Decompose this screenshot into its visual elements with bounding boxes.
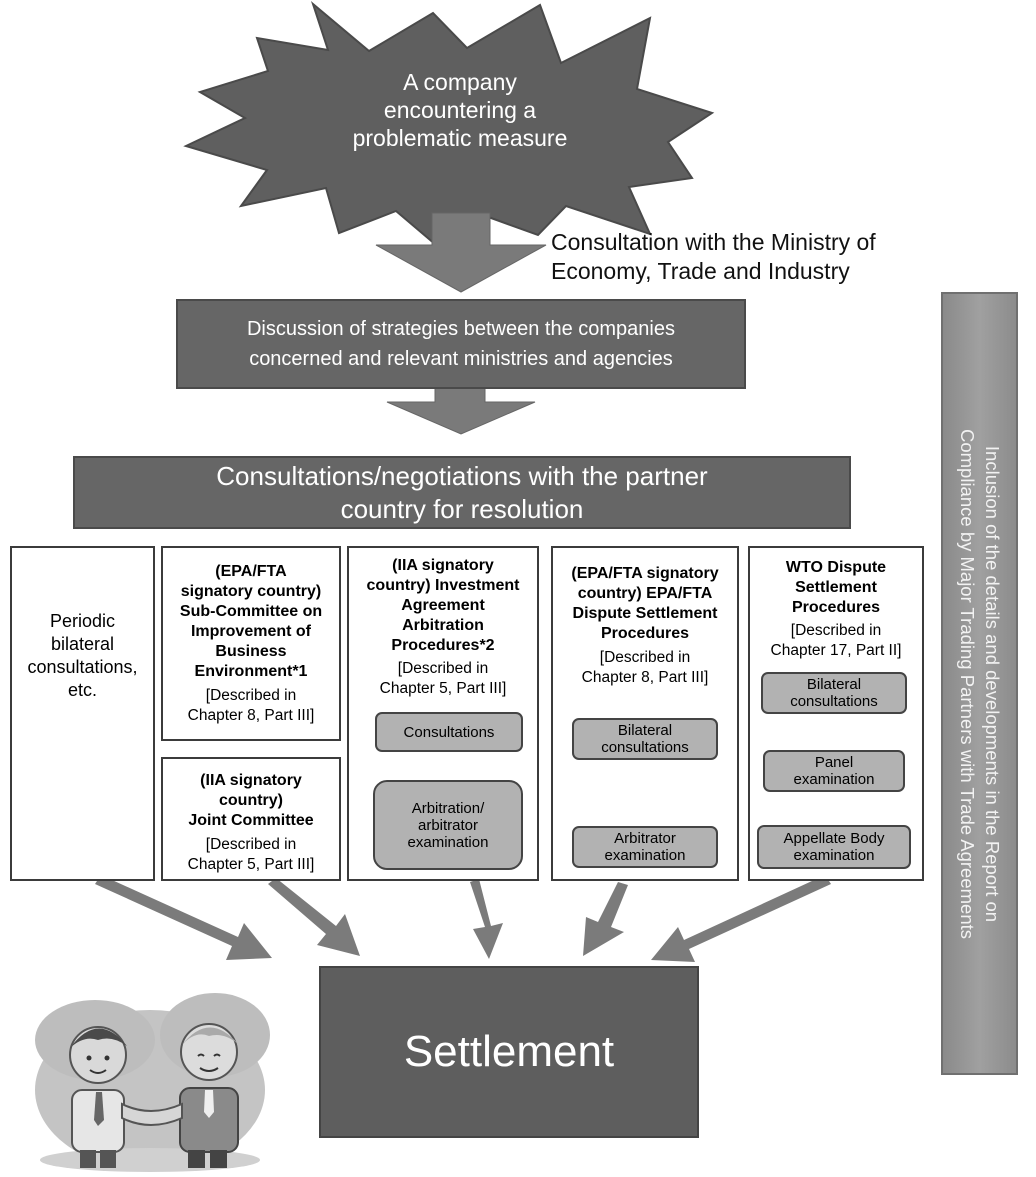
col5-ref-1: [Described in <box>790 622 882 639</box>
col5-step-1-line-1: Bilateral <box>806 676 862 693</box>
handshake-illustration <box>35 993 270 1172</box>
periodic-consultations-text: Periodic bilateral consultations, etc. <box>12 610 153 702</box>
wto-dispute-text: WTO Dispute Settlement Procedures [Descr… <box>750 558 922 661</box>
arrow-col3-to-settlement <box>470 879 503 959</box>
meti-line-2: Economy, Trade and Industry <box>551 258 850 284</box>
col5-step-panel: Panel examination <box>763 750 905 792</box>
col3-head-2: country) Investment <box>366 577 520 594</box>
sub-committee-box: (EPA/FTA signatory country) Sub-Committe… <box>161 546 341 741</box>
col5-step-3-line-1: Appellate Body <box>783 830 885 847</box>
negotiation-line-1: Consultations/negotiations with the part… <box>216 460 708 491</box>
col5-ref-2: Chapter 17, Part II] <box>770 642 902 659</box>
col4-step-1-line-2: consultations <box>601 739 689 756</box>
col4-head-4: Procedures <box>600 625 690 642</box>
col5-step-1-line-2: consultations <box>790 693 878 710</box>
col4-step-arbitrator: Arbitrator examination <box>572 826 718 868</box>
col2a-head-4: Improvement of <box>190 623 311 640</box>
col2b-ref-1: [Described in <box>205 836 297 853</box>
col2b-ref-2: Chapter 5, Part III] <box>187 856 315 873</box>
col5-head-1: WTO Dispute <box>785 559 887 576</box>
col2a-head-5: Business <box>215 643 287 660</box>
col3-step-2-line-1: Arbitration/ <box>411 799 485 817</box>
joint-committee-text: (IIA signatory country) Joint Committee … <box>163 771 339 875</box>
col4-head-1: (EPA/FTA signatory <box>571 565 719 582</box>
col4-step-2-line-2: examination <box>604 847 686 864</box>
col2b-head-1: (IIA signatory <box>200 772 302 789</box>
arrow-col2-to-settlement <box>268 878 360 956</box>
col3-step-1: Consultations <box>403 723 495 741</box>
explosion-shape <box>183 0 715 252</box>
col4-step-2-line-1: Arbitrator <box>614 830 676 847</box>
col3-head-4: Arbitration <box>402 617 484 634</box>
col3-head-1: (IIA signatory <box>392 557 494 574</box>
col2a-ref-1: [Described in <box>205 687 297 704</box>
col2a-head-1: (EPA/FTA <box>215 563 287 580</box>
negotiation-line-2: country for resolution <box>340 493 584 524</box>
col4-ref-2: Chapter 8, Part III] <box>581 669 709 686</box>
col5-head-3: Procedures <box>791 599 881 616</box>
down-arrow-2 <box>386 385 536 435</box>
col1-line-2: bilateral <box>50 634 115 654</box>
meti-line-1: Consultation with the Ministry of <box>551 229 876 255</box>
col3-step-consultations: Consultations <box>375 712 523 752</box>
epa-fta-dispute-column: (EPA/FTA signatory country) EPA/FTA Disp… <box>551 546 739 881</box>
problem-company-label: A company encountering a problematic mea… <box>330 68 590 152</box>
periodic-consultations-column: Periodic bilateral consultations, etc. <box>10 546 155 881</box>
discussion-line-2: concerned and relevant ministries and ag… <box>249 348 673 370</box>
col5-step-bilateral: Bilateral consultations <box>761 672 907 714</box>
col2b-head-3: Joint Committee <box>188 812 314 829</box>
settlement-label: Settlement <box>403 1027 615 1076</box>
col4-step-bilateral: Bilateral consultations <box>572 718 718 760</box>
col3-head-5: Procedures*2 <box>391 637 495 654</box>
meti-consultation-label: Consultation with the Ministry of Econom… <box>551 228 951 286</box>
discussion-line-1: Discussion of strategies between the com… <box>246 318 675 340</box>
sidebar-line-1: Inclusion of the details and development… <box>981 445 1003 922</box>
arrow-col5-to-settlement <box>651 875 831 962</box>
sub-committee-text: (EPA/FTA signatory country) Sub-Committe… <box>163 562 339 726</box>
col2b-head-2: country) <box>219 792 283 809</box>
col2a-head-2: signatory country) <box>180 583 322 600</box>
report-inclusion-sidebar: Inclusion of the details and development… <box>941 292 1018 1075</box>
col2a-head-6: Environment*1 <box>194 663 308 680</box>
col3-step-2-line-2: arbitrator <box>417 816 479 834</box>
col3-ref-1: [Described in <box>397 660 489 677</box>
col1-line-3: consultations, <box>27 657 138 677</box>
col3-step-2-line-3: examination <box>407 833 489 851</box>
report-inclusion-text: Inclusion of the details and development… <box>955 428 1005 938</box>
col3-step-arbitration: Arbitration/ arbitrator examination <box>373 780 523 870</box>
col4-head-3: Dispute Settlement <box>572 605 718 622</box>
arrow-col4-to-settlement <box>583 882 628 956</box>
col5-step-2-line-1: Panel <box>814 754 854 771</box>
col5-step-3-line-2: examination <box>793 847 875 864</box>
epa-fta-dispute-text: (EPA/FTA signatory country) EPA/FTA Disp… <box>553 564 737 688</box>
col1-line-4: etc. <box>67 680 97 700</box>
col5-step-appellate: Appellate Body examination <box>757 825 911 869</box>
col2a-ref-2: Chapter 8, Part III] <box>187 707 315 724</box>
settlement-box: Settlement <box>319 966 699 1138</box>
col3-ref-2: Chapter 5, Part III] <box>379 680 507 697</box>
down-arrow-1 <box>375 212 547 293</box>
strategy-discussion-box: Discussion of strategies between the com… <box>176 299 746 389</box>
col5-step-2-line-2: examination <box>793 771 875 788</box>
joint-committee-box: (IIA signatory country) Joint Committee … <box>161 757 341 881</box>
col5-head-2: Settlement <box>795 579 877 596</box>
col4-head-2: country) EPA/FTA <box>577 585 713 602</box>
sidebar-line-2: Compliance by Major Trading Partners wit… <box>956 428 978 939</box>
arrow-col1-to-settlement <box>95 875 272 960</box>
col3-head-3: Agreement <box>401 597 485 614</box>
problem-company-line-2: encountering a <box>383 97 537 123</box>
problem-company-line-1: A company <box>403 69 517 95</box>
investment-arbitration-text: (IIA signatory country) Investment Agree… <box>349 556 537 699</box>
problem-company-line-3: problematic measure <box>352 125 568 151</box>
partner-consultation-box: Consultations/negotiations with the part… <box>73 456 851 529</box>
col2a-head-3: Sub-Committee on <box>179 603 323 620</box>
col4-ref-1: [Described in <box>599 649 691 666</box>
col4-step-1-line-1: Bilateral <box>617 722 673 739</box>
col1-line-1: Periodic <box>49 611 116 631</box>
